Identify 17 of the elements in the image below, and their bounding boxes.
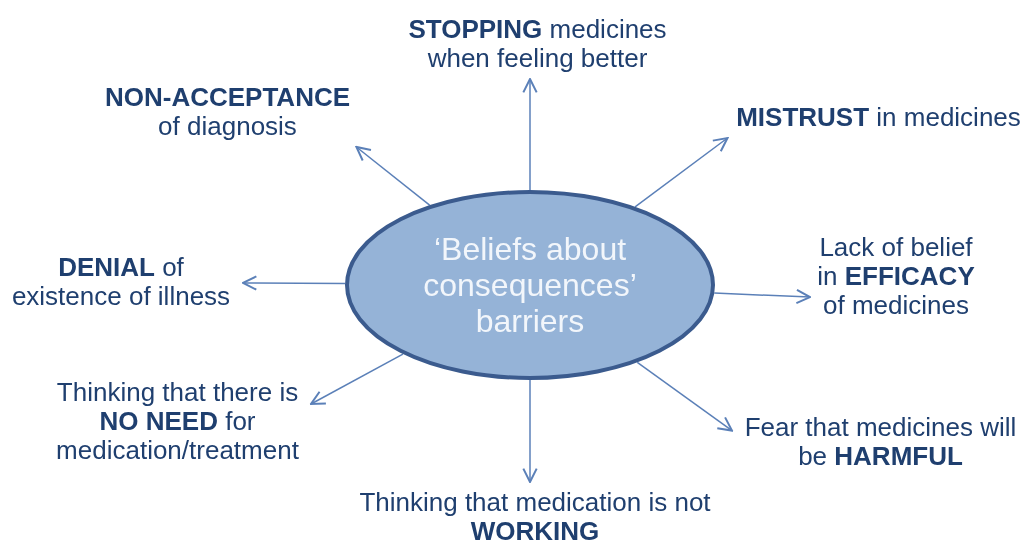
arrow — [522, 379, 538, 483]
arrow — [634, 137, 729, 208]
barrier-text: Lack of belief in EFFICACY of medicines — [816, 233, 976, 320]
barrier-text: Thinking that there is NO NEED for medication/treatment — [55, 378, 300, 465]
barrier-text: MISTRUST in medicines — [735, 103, 1022, 132]
barrier-text: DENIAL of existence of illness — [10, 253, 232, 311]
arrow — [636, 361, 733, 432]
barrier-text: NON-ACCEPTANCE of diagnosis — [103, 83, 352, 141]
barrier-text: Fear that medicines will be HARMFUL — [743, 413, 1018, 471]
arrow — [522, 78, 538, 191]
barrier-text: Thinking that medication is not WORKING — [358, 488, 712, 546]
arrow — [310, 353, 404, 405]
arrow — [713, 288, 811, 305]
ellipse-label: ‘Beliefs about consequences’ barriers — [422, 231, 638, 339]
arrow — [242, 275, 346, 291]
arrow — [355, 146, 431, 206]
barrier-text: STOPPING medicines when feeling better — [407, 15, 668, 73]
